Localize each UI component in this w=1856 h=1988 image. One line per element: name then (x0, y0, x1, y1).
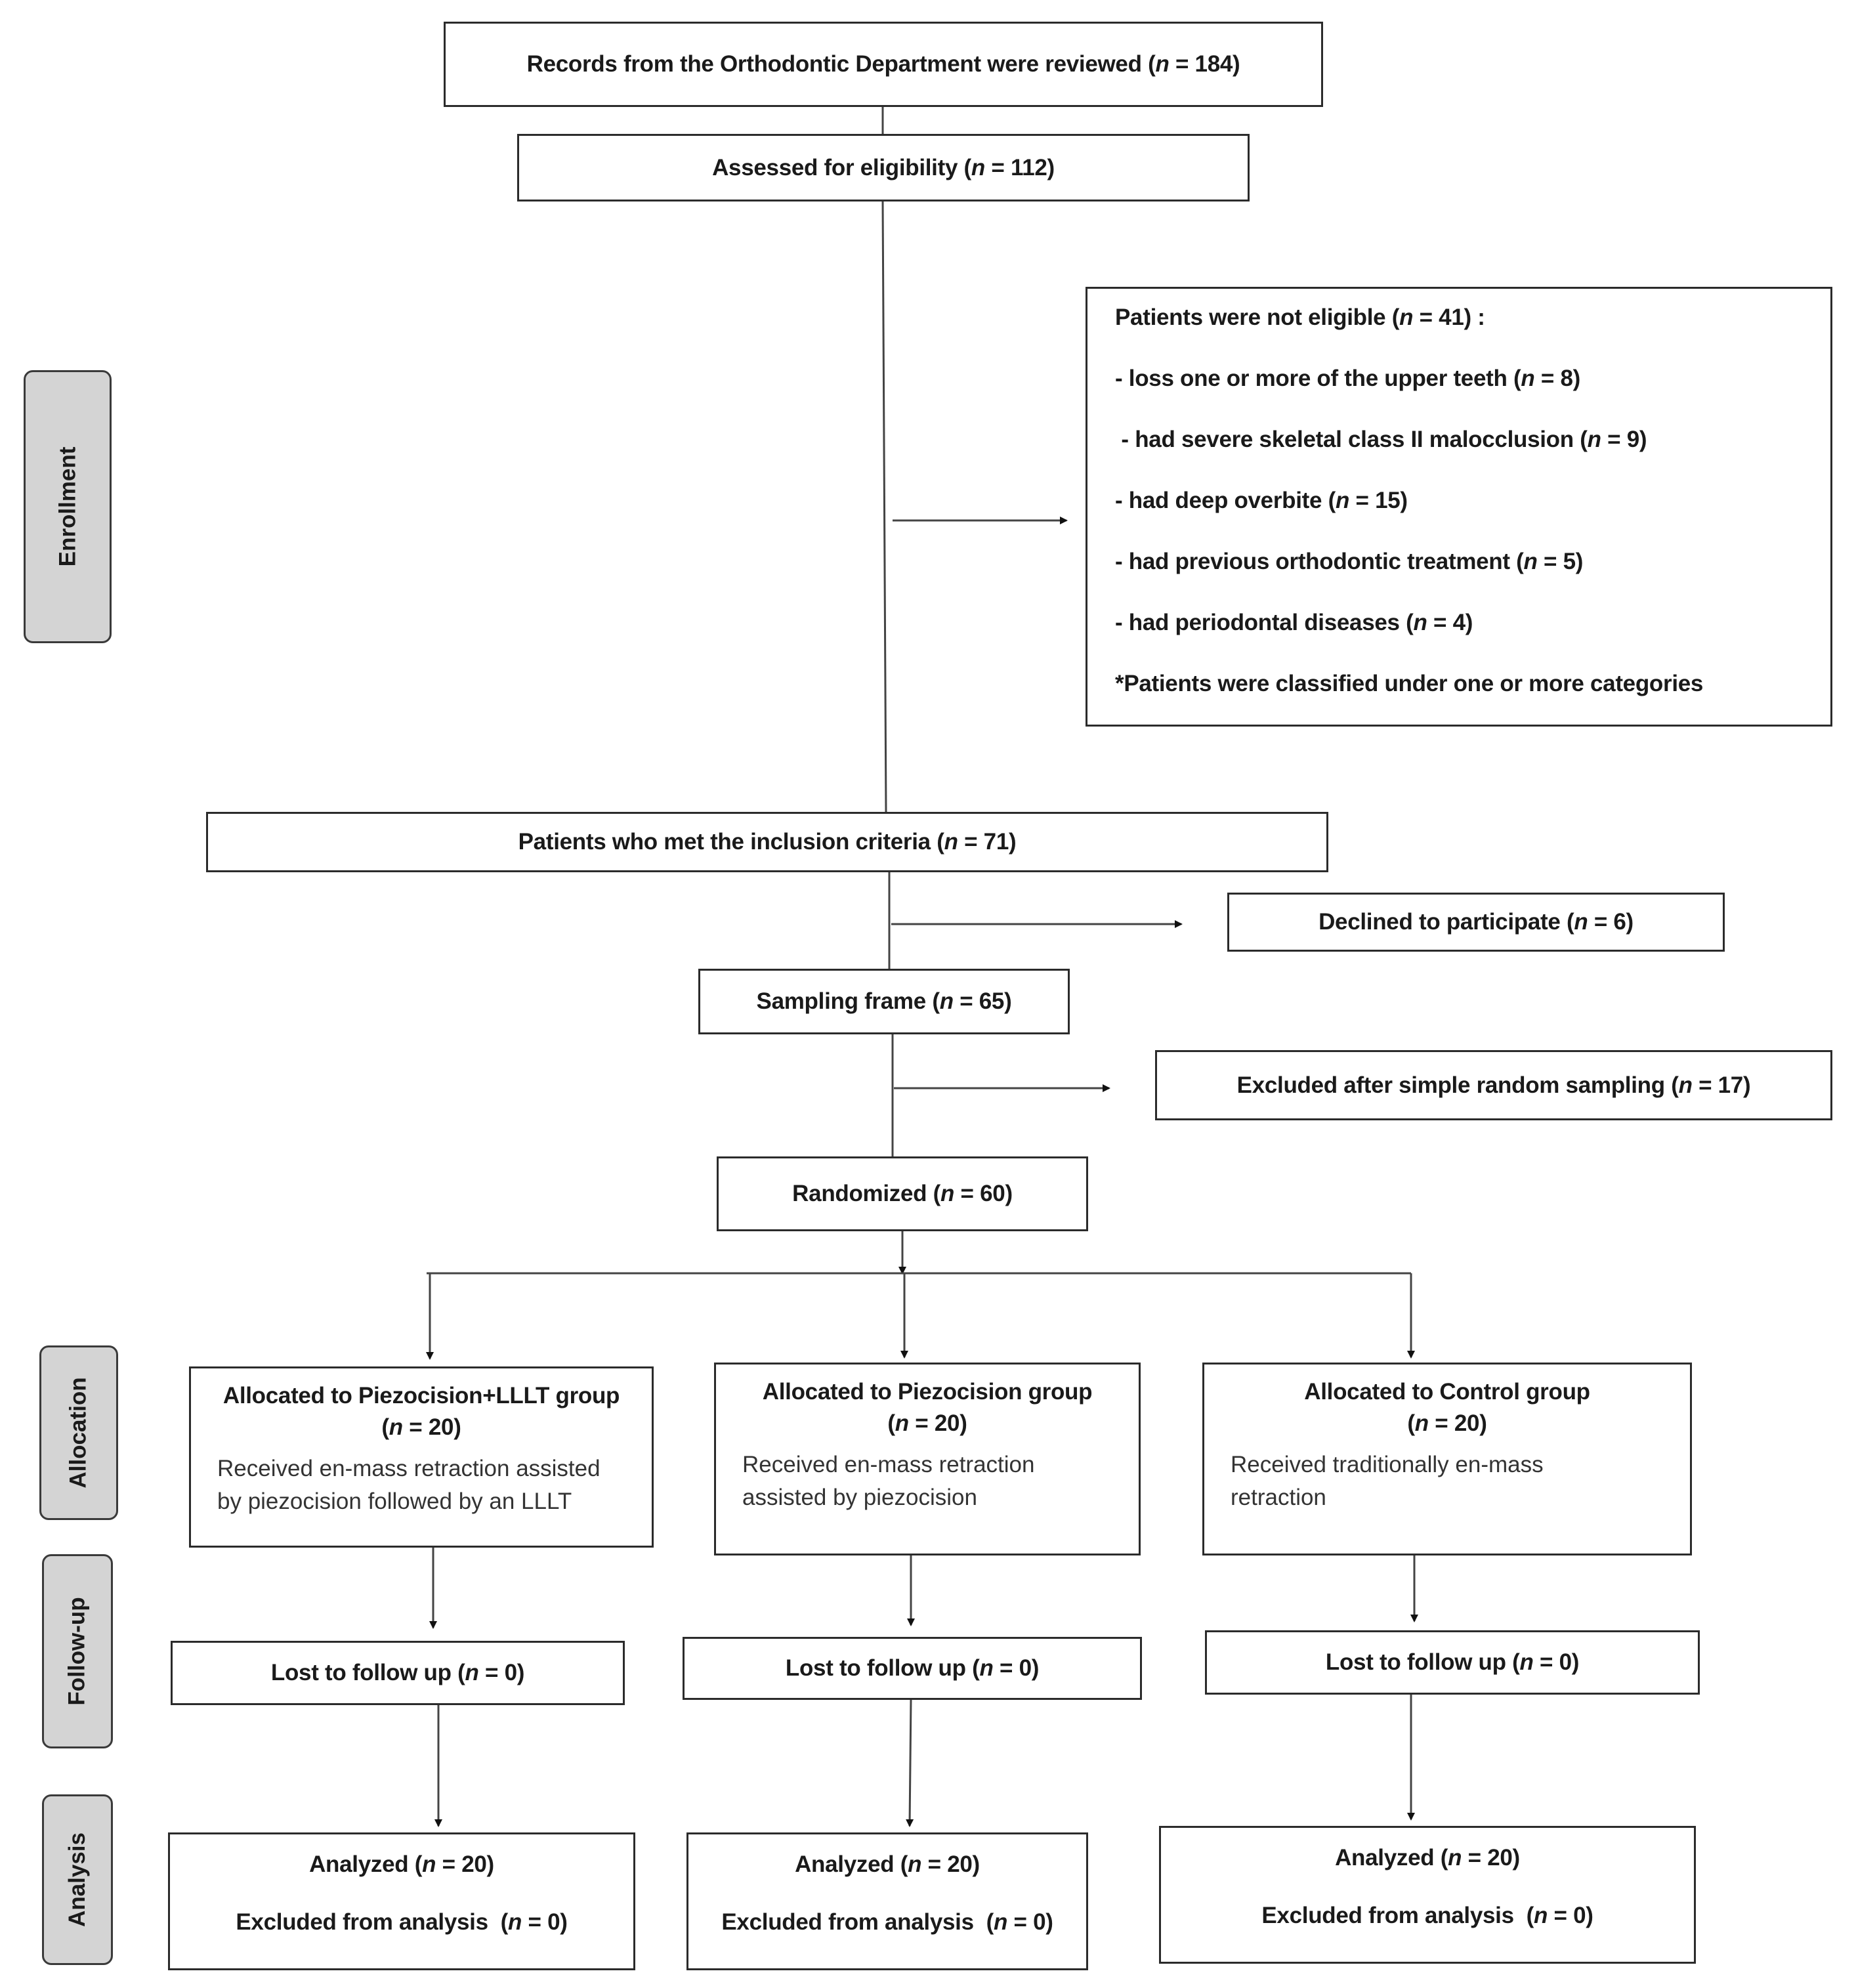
sampling-frame-box: Sampling frame (n = 65) (698, 969, 1070, 1034)
randomized-text: Randomized (n = 60) (792, 1181, 1013, 1206)
lost-to-follow-up-box-piezocision: Lost to follow up (n = 0) (683, 1637, 1142, 1700)
allocation-count: (n = 20) (1407, 1410, 1487, 1436)
not-eligible-reason: - had severe skeletal class II malocclus… (1115, 427, 1647, 452)
allocation-title: Allocated to Piezocision+LLLT group (222, 1383, 620, 1408)
lost-to-follow-up-text: Lost to follow up (n = 0) (785, 1655, 1040, 1681)
not-eligible-reason: - had periodontal diseases (n = 4) (1115, 610, 1473, 635)
analysis-box-control: Analyzed (n = 20) Excluded from analysis… (1159, 1826, 1696, 1964)
phase-label-enrollment: Enrollment (24, 370, 112, 643)
not-eligible-box: Patients were not eligible (n = 41) : - … (1086, 287, 1832, 727)
analyzed-count: Analyzed (n = 20) (1335, 1845, 1520, 1871)
analyzed-count: Analyzed (n = 20) (795, 1851, 980, 1877)
allocation-box-control: Allocated to Control group (n = 20) Rece… (1202, 1363, 1692, 1555)
phase-label-follow-up: Follow-up (42, 1554, 113, 1748)
lost-to-follow-up-text: Lost to follow up (n = 0) (270, 1660, 525, 1685)
lost-to-follow-up-box-piezocision-lllt: Lost to follow up (n = 0) (171, 1641, 625, 1705)
phase-label-analysis: Analysis (42, 1794, 113, 1965)
analyzed-count: Analyzed (n = 20) (309, 1851, 494, 1877)
allocation-count: (n = 20) (887, 1410, 967, 1436)
records-text: Records from the Orthodontic Department … (526, 51, 1240, 77)
lost-to-follow-up-text: Lost to follow up (n = 0) (1325, 1649, 1580, 1675)
excluded-sampling-text: Excluded after simple random sampling (n… (1236, 1072, 1751, 1098)
records-box: Records from the Orthodontic Department … (444, 22, 1323, 107)
allocation-description: by piezocision followed by an LLLT (217, 1489, 572, 1514)
analysis-box-piezocision-lllt: Analyzed (n = 20) Excluded from analysis… (168, 1832, 635, 1970)
arrow-group2-analyzed (906, 1698, 914, 1827)
assessed-box: Assessed for eligibility (n = 112) (517, 134, 1250, 201)
allocation-description: assisted by piezocision (742, 1485, 977, 1510)
not-eligible-reason: - loss one or more of the upper teeth (n… (1115, 366, 1580, 391)
allocation-box-piezocision: Allocated to Piezocision group (n = 20) … (714, 1363, 1141, 1555)
excluded-from-analysis: Excluded from analysis (n = 0) (721, 1909, 1053, 1935)
inclusion-text: Patients who met the inclusion criteria … (518, 829, 1017, 855)
not-eligible-heading: Patients were not eligible (n = 41) : (1115, 305, 1485, 330)
excluded-from-analysis: Excluded from analysis (n = 0) (236, 1909, 568, 1935)
declined-box: Declined to participate (n = 6) (1227, 893, 1725, 952)
not-eligible-note: *Patients were classified under one or m… (1115, 671, 1704, 696)
allocation-description: Received en-mass retraction (742, 1452, 1035, 1477)
excluded-sampling-box: Excluded after simple random sampling (n… (1155, 1050, 1832, 1120)
allocation-count: (n = 20) (381, 1414, 461, 1440)
allocation-box-piezocision-lllt: Allocated to Piezocision+LLLT group (n =… (189, 1366, 654, 1548)
lost-to-follow-up-box-control: Lost to follow up (n = 0) (1205, 1630, 1700, 1695)
allocation-description: retraction (1231, 1485, 1326, 1510)
allocation-title: Allocated to Piezocision group (762, 1379, 1093, 1405)
assessed-text: Assessed for eligibility (n = 112) (712, 154, 1055, 180)
randomized-box: Randomized (n = 60) (717, 1156, 1088, 1231)
not-eligible-reason: - had previous orthodontic treatment (n … (1115, 549, 1584, 574)
excluded-from-analysis: Excluded from analysis (n = 0) (1261, 1903, 1593, 1928)
allocation-description: Received traditionally en-mass (1231, 1452, 1544, 1477)
allocation-title: Allocated to Control group (1304, 1379, 1590, 1405)
inclusion-box: Patients who met the inclusion criteria … (206, 812, 1328, 872)
declined-text: Declined to participate (n = 6) (1318, 909, 1634, 935)
phase-label-allocation: Allocation (39, 1345, 118, 1520)
analysis-box-piezocision: Analyzed (n = 20) Excluded from analysis… (686, 1832, 1088, 1970)
connector-assessed-inclusion (881, 200, 887, 813)
not-eligible-reason: - had deep overbite (n = 15) (1115, 488, 1408, 513)
allocation-description: Received en-mass retraction assisted (217, 1456, 601, 1481)
sampling-frame-text: Sampling frame (n = 65) (756, 988, 1012, 1014)
